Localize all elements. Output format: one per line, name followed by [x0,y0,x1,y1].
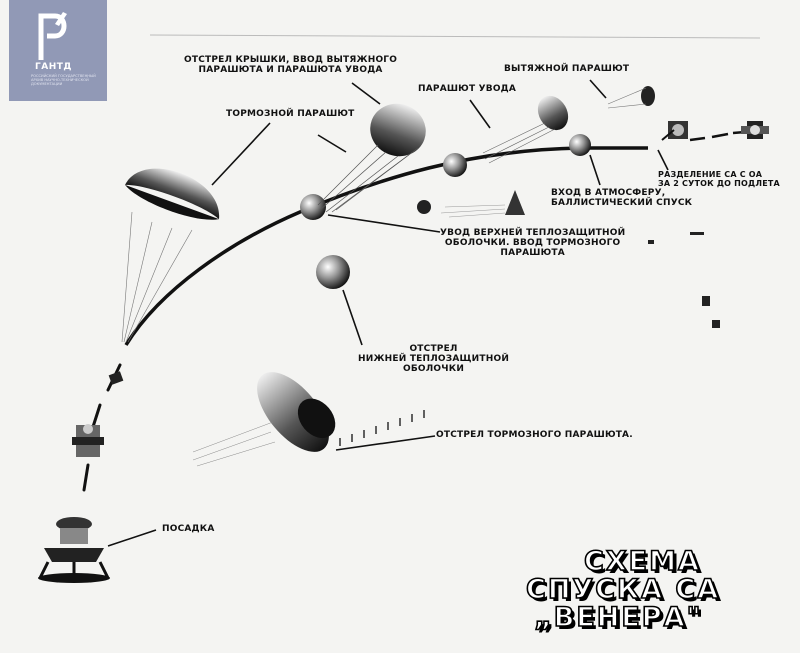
title-line-3: „ВЕНЕРА" [533,602,703,633]
capsule-sphere-2 [443,153,467,177]
label-cover-jettison: Отстрел крышки, ввод вытяжногопарашюта и… [184,55,398,75]
label-upper-shell: Увод верхней теплозащитнойоболочки. Ввод… [440,228,626,258]
descent-capsule-1 [108,371,124,385]
orbital-module [741,121,769,139]
label-separation: Разделение СА с ОАза 2 суток до подлета [658,170,780,188]
braking-chute-upper [317,103,426,213]
label-landing: Посадка [162,524,215,534]
descent-capsule-2 [72,424,104,457]
entry-cone [440,190,525,218]
label-atmosphere-entry: Вход в атмосферу,баллистический спуск [551,188,693,208]
braking-chute-large [121,168,219,343]
logo-subtitle: Российский государственный архив научно-… [31,74,96,87]
label-pullaway-chute: Парашют увода [418,84,517,94]
jettisoned-chute [192,372,336,467]
label-chute-jettison: Отстрел тормозного парашюта. [436,430,633,440]
lower-heatshield-sphere [316,255,350,289]
landed-probe [38,517,110,583]
frame-edge [149,34,761,39]
rgantd-logo-icon [38,12,67,60]
logo-name: ГАНТД [35,62,72,72]
jettison-trail [339,410,425,446]
label-pilot-chute: Вытяжной парашют [504,64,630,74]
approach-path [689,130,746,142]
leader-lines [107,79,669,547]
separated-capsule [661,121,688,141]
title-line-2: СПУСКА СА [525,574,721,605]
label-lower-shell: Отстрелнижней теплозащитнойоболочки [358,344,510,374]
pilot-chute [607,86,655,109]
drogue-chute [482,95,569,164]
capsule-entry-sphere [569,134,591,156]
label-braking-chute: Тормозной парашют [226,109,355,119]
title-line-1: СХЕМА [583,546,701,577]
debris [648,232,720,328]
upper-shell-small [417,200,431,214]
capsule-sphere-1 [300,194,326,220]
archive-logo: ГАНТД Российский государственный архив н… [9,0,107,101]
